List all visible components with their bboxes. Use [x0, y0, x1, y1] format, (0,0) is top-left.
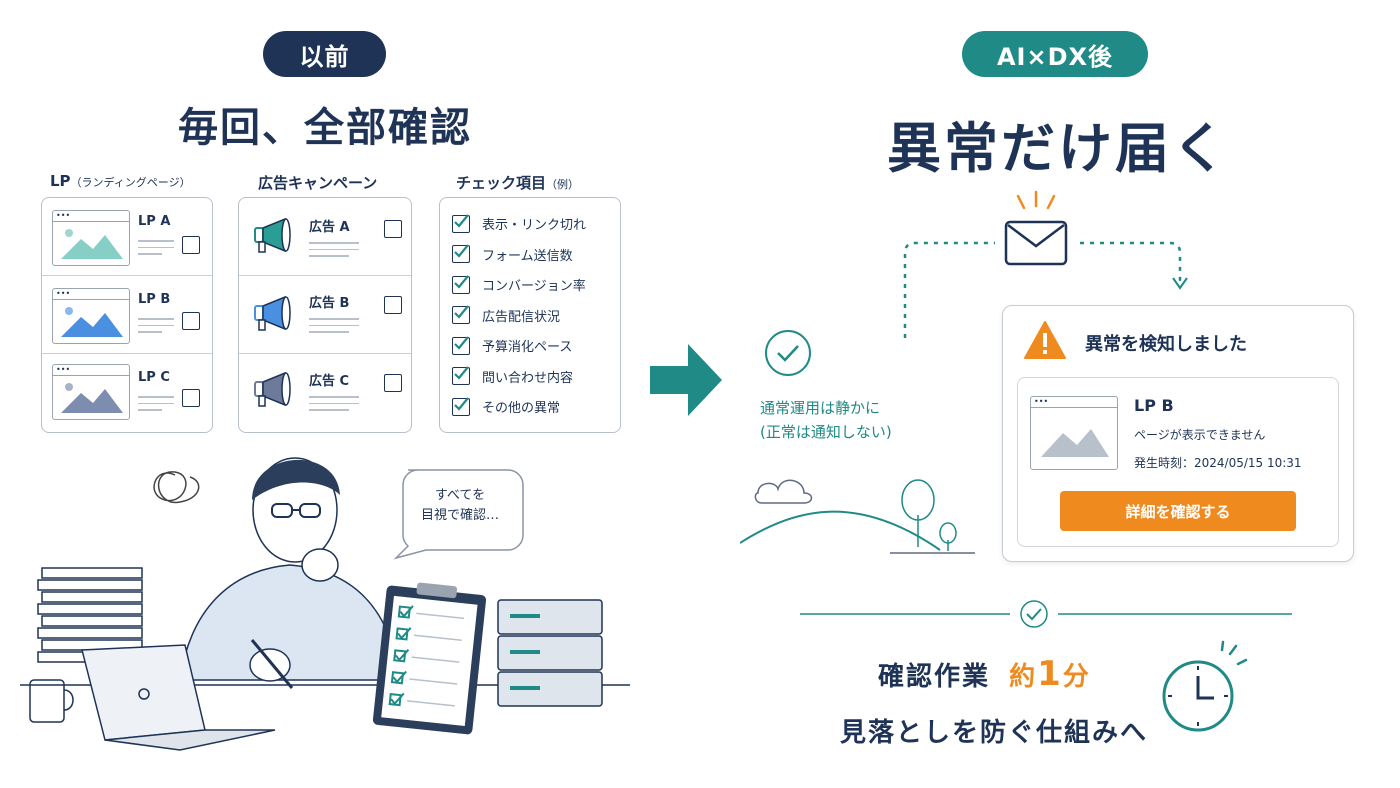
view-details-button[interactable]: 詳細を確認する	[1060, 491, 1296, 531]
lp-column-title: LP	[50, 172, 71, 190]
quiet-line-1: 通常運用は静かに	[760, 399, 881, 417]
checked-checkbox[interactable]	[452, 305, 470, 324]
alert-page-name: LP B	[1134, 396, 1174, 415]
image-icon	[61, 307, 123, 337]
checklist-item-label: フォーム送信数	[482, 248, 573, 264]
checks-column-label: チェック項目（例）	[456, 172, 579, 193]
lp-b-label: LP B	[138, 292, 171, 307]
lp-c-checkbox[interactable]	[182, 389, 200, 407]
checklist-item: その他の異常	[452, 396, 561, 416]
result-value: 1	[1037, 654, 1063, 694]
alert-title: 異常を検知しました	[1085, 334, 1247, 355]
checked-checkbox[interactable]	[452, 274, 470, 294]
lp-a-thumbnail: •••	[52, 210, 130, 266]
alert-time: 発生時刻：2024/05/15 10:31	[1134, 456, 1302, 470]
ad-a-label: 広告 A	[309, 220, 350, 235]
image-icon	[1041, 429, 1109, 457]
checklist-item-label: 予算消化ペース	[482, 340, 573, 355]
image-icon	[61, 383, 123, 413]
checked-checkbox[interactable]	[452, 366, 470, 385]
alert-lp-thumbnail: •••	[1030, 396, 1118, 470]
megaphone-icon	[254, 217, 291, 253]
checklist-item-label: コンバージョン率	[482, 279, 586, 294]
speech-line-2: 目視で確認…	[420, 508, 499, 523]
lp-column-label: LP（ランディングページ）	[50, 172, 191, 190]
alert-card: 異常を検知しました ••• LP B ページが表示できません 発生時刻：2024…	[1002, 305, 1354, 562]
person-checking-illustration	[20, 457, 630, 751]
quiet-line-2: (正常は通知しない)	[760, 423, 892, 441]
envelope-icon	[1004, 220, 1068, 266]
clock-icon	[1162, 640, 1248, 732]
checklist-item: 予算消化ペース	[452, 335, 573, 355]
lp-column-note: （ランディングページ）	[70, 176, 191, 189]
ads-panel: 広告 A 広告 B 広告 C	[238, 197, 412, 433]
image-icon	[61, 229, 123, 259]
result-divider	[800, 600, 1292, 628]
checklist-item-label: 表示・リンク切れ	[482, 218, 587, 233]
warning-icon	[1024, 321, 1066, 359]
checklist-item-label: 広告配信状況	[482, 309, 561, 325]
ad-b-label: 広告 B	[309, 296, 350, 311]
checklist-item: 表示・リンク切れ	[452, 213, 587, 233]
landscape-illustration	[740, 479, 975, 554]
megaphone-icon	[254, 295, 291, 331]
lp-b-checkbox[interactable]	[182, 312, 200, 330]
quiet-operation-text: 通常運用は静かに (正常は通知しない)	[760, 396, 892, 444]
ad-b-checkbox[interactable]	[384, 296, 402, 314]
result-line-2: 見落としを防ぐ仕組みへ	[840, 718, 1149, 748]
checked-checkbox[interactable]	[452, 396, 470, 416]
lp-panel: ••• LP A ••• LP B ••• LP C	[41, 197, 213, 433]
checks-column-note: （例）	[546, 178, 580, 191]
speech-bubble	[393, 469, 524, 560]
checked-checkbox[interactable]	[452, 244, 470, 263]
before-heading: 毎回、全部確認	[178, 105, 472, 151]
speech-bubble-text: すべてを 目視で確認…	[400, 486, 520, 526]
speech-line-1: すべてを	[434, 488, 486, 503]
checks-panel: 表示・リンク切れフォーム送信数コンバージョン率広告配信状況予算消化ペース問い合わ…	[439, 197, 621, 433]
result-line-1: 確認作業 約1分	[878, 654, 1091, 694]
check-circle-icon	[1020, 600, 1048, 628]
after-heading: 異常だけ届く	[887, 117, 1229, 180]
lp-a-checkbox[interactable]	[182, 236, 200, 254]
alert-message: ページが表示できません	[1134, 428, 1266, 442]
checks-column-title: チェック項目	[456, 174, 547, 192]
after-badge: AI×DX後	[962, 31, 1148, 77]
result-unit: 分	[1062, 662, 1091, 692]
ad-c-label: 広告 C	[309, 374, 350, 389]
checklist-item-label: その他の異常	[482, 401, 561, 416]
alert-detail-box: ••• LP B ページが表示できません 発生時刻：2024/05/15 10:…	[1017, 377, 1339, 547]
arrow-right-icon	[650, 344, 722, 416]
megaphone-icon	[254, 371, 291, 407]
checklist-item-label: 問い合わせ内容	[482, 370, 574, 386]
result-approx: 約	[1009, 662, 1038, 692]
lp-b-thumbnail: •••	[52, 288, 130, 344]
before-badge: 以前	[263, 31, 386, 77]
checklist-item: 広告配信状況	[452, 305, 561, 325]
checked-checkbox[interactable]	[452, 213, 470, 233]
ad-c-checkbox[interactable]	[384, 374, 402, 392]
ads-column-label: 広告キャンペーン	[258, 174, 378, 192]
checklist-item: フォーム送信数	[452, 244, 573, 264]
check-circle-icon	[765, 330, 811, 376]
checklist-item: 問い合わせ内容	[452, 366, 574, 386]
ad-a-checkbox[interactable]	[384, 220, 402, 238]
lp-c-label: LP C	[138, 370, 170, 385]
notification-path	[903, 190, 1188, 338]
result-prefix: 確認作業	[878, 662, 991, 692]
lp-c-thumbnail: •••	[52, 364, 130, 420]
lp-a-label: LP A	[138, 214, 171, 229]
checked-checkbox[interactable]	[452, 335, 470, 355]
checklist-item: コンバージョン率	[452, 274, 586, 294]
